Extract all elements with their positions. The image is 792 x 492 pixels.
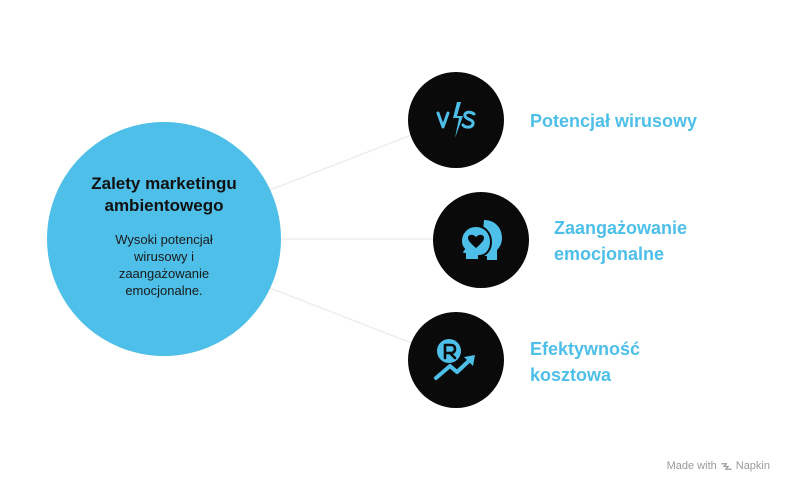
footer-made-with: Made with	[666, 460, 717, 472]
node-label-viral-potential: Potencjał wirusowy	[530, 111, 698, 131]
node-cost-efficiency	[408, 312, 504, 408]
napkin-logo-icon	[721, 462, 732, 470]
node-label-emotional-engagement: Zaangażowanie emocjonalne	[554, 218, 688, 264]
main-topic-circle: Zalety marketingu ambientowego Wysoki po…	[47, 122, 281, 356]
main-title: Zalety marketingu ambientowego	[91, 174, 237, 215]
connector-1	[269, 133, 415, 191]
footer-branding: Made with Napkin	[667, 460, 770, 472]
coin-growth-icon	[434, 339, 475, 380]
connector-3	[269, 287, 415, 345]
node-emotional-engagement	[433, 192, 529, 288]
main-description: Wysoki potencjał wirusowy i zaangażowani…	[115, 232, 213, 298]
node-label-cost-efficiency: Efektywność kosztowa	[530, 339, 641, 385]
viral-vs-icon	[436, 102, 476, 138]
footer-brand: Napkin	[735, 460, 770, 472]
node-viral-potential	[408, 72, 504, 168]
heart-heads-icon	[459, 220, 502, 261]
